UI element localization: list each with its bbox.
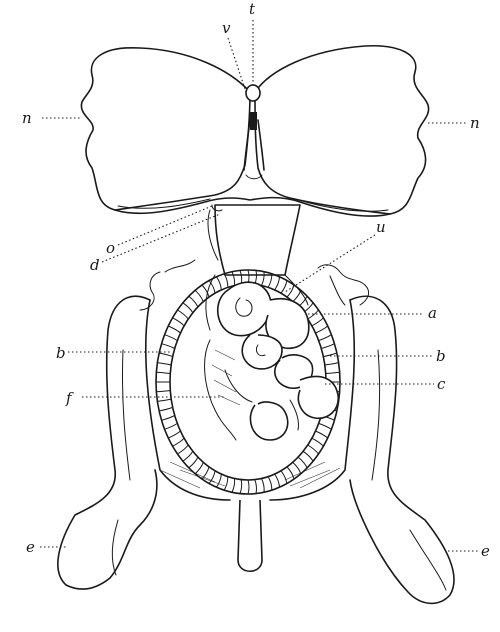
label-e-right: e (481, 542, 490, 560)
coil-ridge (326, 372, 340, 373)
coil-ridge (268, 274, 272, 288)
coil-ridge (195, 462, 203, 473)
coil-ridge (183, 303, 193, 313)
intestinal-loops (205, 275, 339, 440)
coil-ridge (168, 326, 180, 333)
coil-ridge (217, 277, 222, 290)
coil-ridge (232, 479, 235, 493)
label-v: v (222, 19, 231, 37)
trunk (208, 205, 300, 275)
coil-ridge (268, 477, 272, 491)
label-d: d (90, 256, 100, 274)
coil-ridge (165, 335, 178, 341)
coil-ridge (157, 399, 171, 401)
coil-ridge (319, 423, 332, 429)
coil-ridge (293, 462, 301, 473)
coil-ridge (293, 290, 301, 301)
label-e-left: e (26, 538, 35, 556)
label-b-left: b (56, 344, 66, 362)
coil-ridge (316, 326, 328, 333)
coil-ridge (255, 480, 257, 494)
coil-ridge (248, 480, 249, 494)
coil-ridge (189, 457, 198, 468)
dark-marking (250, 112, 257, 130)
coil-ridge (224, 477, 228, 491)
label-u: u (376, 218, 386, 236)
coil-ridge (224, 274, 228, 288)
coil-ridge (298, 457, 307, 468)
coil-ridge (275, 277, 280, 290)
coil-ridge (173, 318, 185, 326)
coil-ridge (202, 467, 209, 479)
coil-ridge (157, 363, 171, 365)
coil-ridge (178, 310, 189, 319)
coil-ridge (162, 416, 175, 421)
coil-ridge (240, 480, 242, 494)
coil-ridge (189, 296, 198, 307)
coil-ridge (209, 281, 215, 294)
coil-ridge (275, 474, 280, 487)
coil-ridge (312, 438, 324, 446)
label-n-left: n (22, 109, 32, 127)
label-c: c (437, 375, 446, 393)
label-n-right: n (470, 114, 480, 132)
coil-ridge (308, 445, 319, 454)
coil-ridge (168, 431, 180, 438)
coil-ridge (217, 474, 222, 487)
coil-ridge (156, 372, 170, 373)
coil-ridge (156, 391, 170, 392)
coil-ridge (162, 344, 175, 349)
upper-flap (81, 46, 428, 216)
coil-ridge (165, 423, 178, 429)
coil-ridge (316, 431, 328, 438)
coil-ridge (312, 318, 324, 326)
label-b-right: b (436, 347, 446, 365)
coil-ridge (195, 290, 203, 301)
coil-ridge (281, 471, 287, 484)
label-f: f (65, 389, 74, 407)
coil-ridge (287, 467, 294, 479)
coil-ridge (321, 344, 334, 349)
coil-ridge (159, 407, 173, 411)
coil-ridge (183, 451, 193, 461)
label-o: o (106, 239, 115, 257)
coil-ridge (173, 438, 185, 446)
coil-ridge (319, 335, 332, 341)
label-t: t (249, 0, 256, 18)
coil-ridge (262, 479, 265, 493)
coil-ridge (159, 353, 173, 357)
coil-ridge (178, 445, 189, 454)
coil-ridge (303, 451, 313, 461)
label-a: a (428, 304, 437, 322)
coil-ridge (325, 363, 339, 365)
terminal-knob (246, 85, 260, 101)
